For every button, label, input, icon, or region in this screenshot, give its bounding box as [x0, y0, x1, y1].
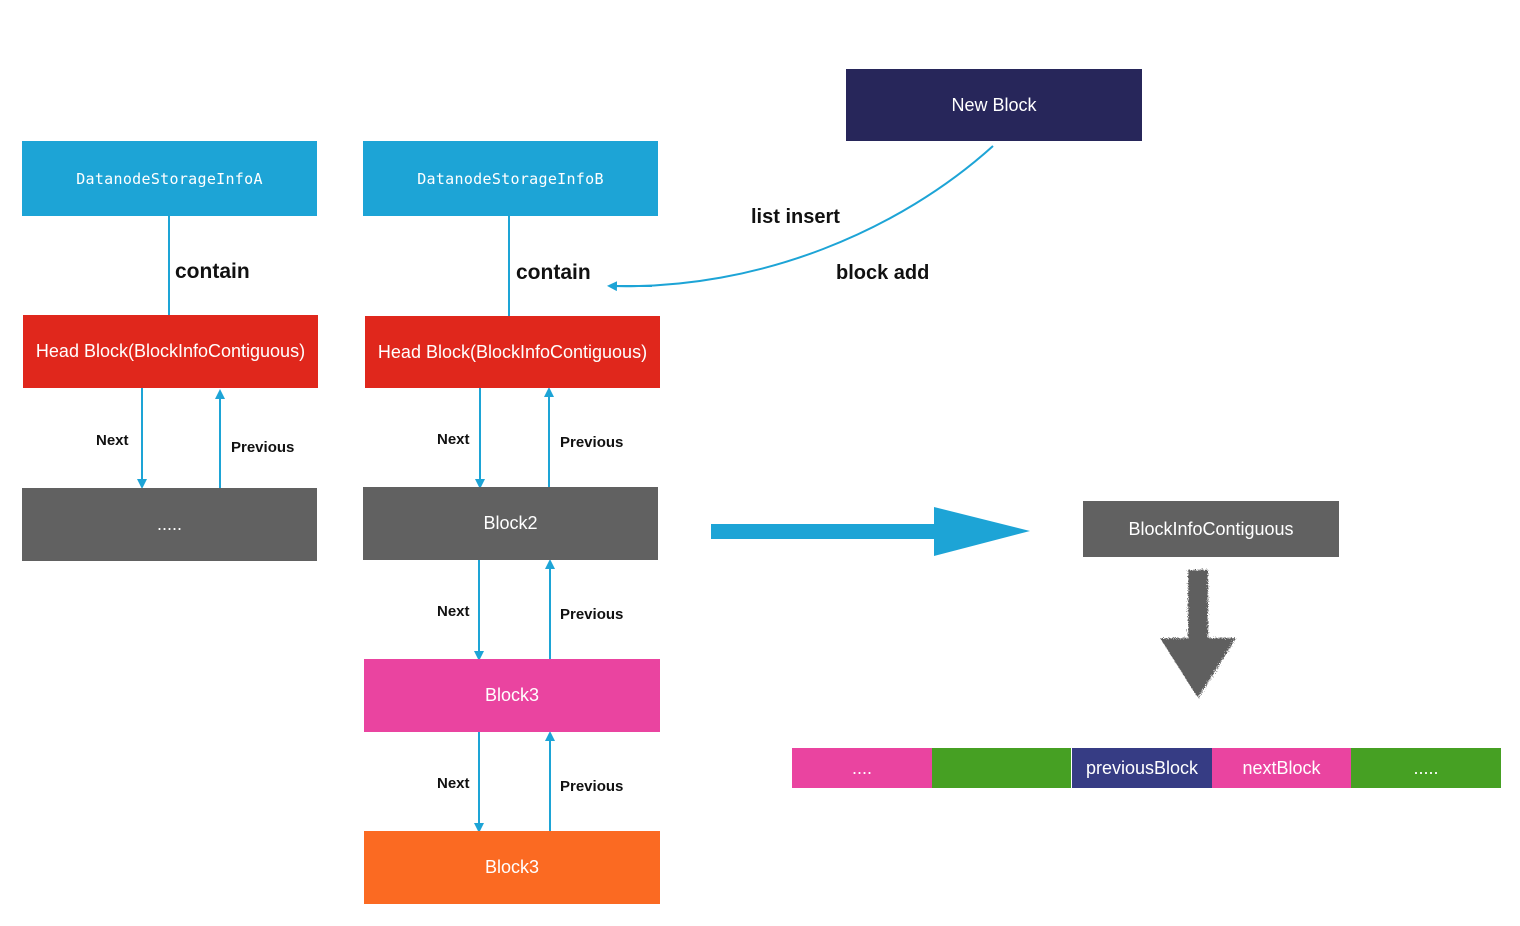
ellipsis-block-a: ..... — [22, 488, 317, 561]
big-arrow-head — [934, 507, 1030, 556]
block-info-contiguous-label: BlockInfoContiguous — [1128, 518, 1294, 539]
storage-info-a-box: DatanodeStorageInfoA — [22, 141, 317, 216]
block-add-label: block add — [836, 262, 930, 284]
previous-label-b1: Previous — [560, 434, 624, 451]
big-arrow-shaft — [711, 524, 936, 539]
insert-curve-arrow — [607, 145, 994, 292]
list-insert-label: list insert — [751, 206, 840, 228]
new-block-box: New Block — [846, 69, 1142, 141]
head-block-b: Head Block(BlockInfoContiguous) — [365, 316, 660, 388]
block-info-contiguous-box: BlockInfoContiguous — [1083, 501, 1339, 557]
head-block-b-label: Head Block(BlockInfoContiguous) — [377, 341, 648, 362]
new-block-label: New Block — [951, 94, 1037, 115]
block2-box: Block2 — [363, 487, 658, 560]
contain-label-b: contain — [516, 261, 591, 284]
next-label-b3: Next — [437, 775, 470, 792]
storage-info-a-label: DatanodeStorageInfoA — [76, 169, 263, 188]
array-segment-ellipsis-right-label: ..... — [1413, 757, 1439, 778]
block3-orange-box: Block3 — [364, 831, 660, 904]
head-block-a-label: Head Block(BlockInfoContiguous) — [35, 341, 306, 361]
array-segment-ellipsis-right: ..... — [1351, 748, 1501, 788]
storage-info-b-label: DatanodeStorageInfoB — [417, 169, 604, 188]
previous-label-b2: Previous — [560, 606, 624, 623]
ellipsis-block-a-label: ..... — [156, 514, 182, 534]
storage-info-b-box: DatanodeStorageInfoB — [363, 141, 658, 216]
array-segment-previous-block-label: previousBlock — [1085, 757, 1199, 778]
array-segment-previous-block: previousBlock — [1072, 748, 1212, 788]
array-segment-next-block: nextBlock — [1212, 748, 1351, 788]
next-label-a: Next — [96, 432, 129, 449]
array-segment-next-block-label: nextBlock — [1242, 757, 1321, 778]
block2-label: Block2 — [483, 513, 538, 533]
array-segment-green — [932, 748, 1071, 788]
block3-orange-label: Block3 — [484, 857, 540, 877]
previous-label-a: Previous — [231, 439, 295, 456]
next-label-b2: Next — [437, 603, 470, 620]
head-block-a: Head Block(BlockInfoContiguous) — [23, 315, 318, 388]
down-arrow-icon — [1160, 570, 1236, 698]
block3-pink-label: Block3 — [484, 685, 540, 705]
array-segment-ellipsis-left: .... — [792, 748, 932, 788]
array-segment-ellipsis-left-label: .... — [851, 757, 872, 778]
contain-label-a: contain — [175, 260, 250, 283]
next-label-b1: Next — [437, 431, 470, 448]
previous-label-b3: Previous — [560, 778, 624, 795]
block3-pink-box: Block3 — [364, 659, 660, 732]
